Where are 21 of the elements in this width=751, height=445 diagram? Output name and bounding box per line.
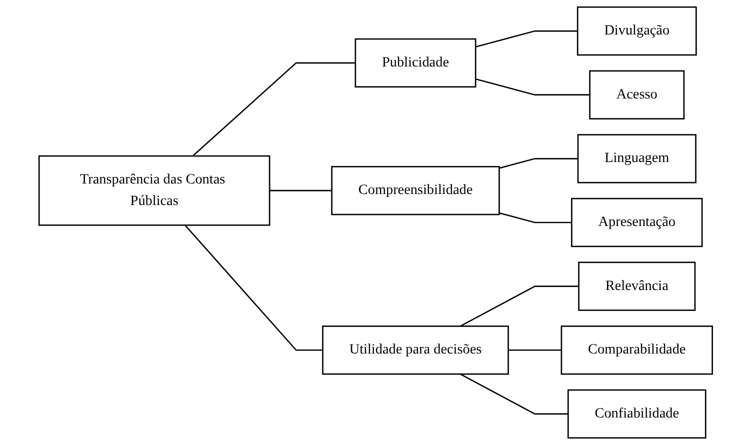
node-box: Publicidade bbox=[354, 38, 476, 88]
connector bbox=[184, 224, 323, 351]
connector bbox=[475, 78, 590, 96]
node-box: Apresentação bbox=[570, 198, 703, 248]
connector bbox=[269, 190, 332, 192]
node-box: Linguagem bbox=[577, 134, 696, 184]
node-box: Utilidade para decisões bbox=[322, 326, 509, 375]
node-box: Compreensibilidade bbox=[330, 166, 500, 216]
node-box: Acesso bbox=[588, 70, 684, 120]
node-box: Comparabilidade bbox=[560, 326, 713, 375]
connector bbox=[460, 373, 568, 415]
connector bbox=[475, 30, 578, 48]
node-box: Divulgação bbox=[576, 6, 697, 56]
connector bbox=[508, 349, 562, 351]
connector bbox=[498, 212, 572, 224]
node-box: Transparência das Contas Públicas bbox=[38, 155, 270, 226]
node-box: Confiabilidade bbox=[567, 389, 706, 439]
node-box: Relevância bbox=[578, 262, 696, 311]
connector bbox=[498, 158, 578, 169]
connector bbox=[460, 286, 579, 327]
connector bbox=[192, 62, 356, 156]
